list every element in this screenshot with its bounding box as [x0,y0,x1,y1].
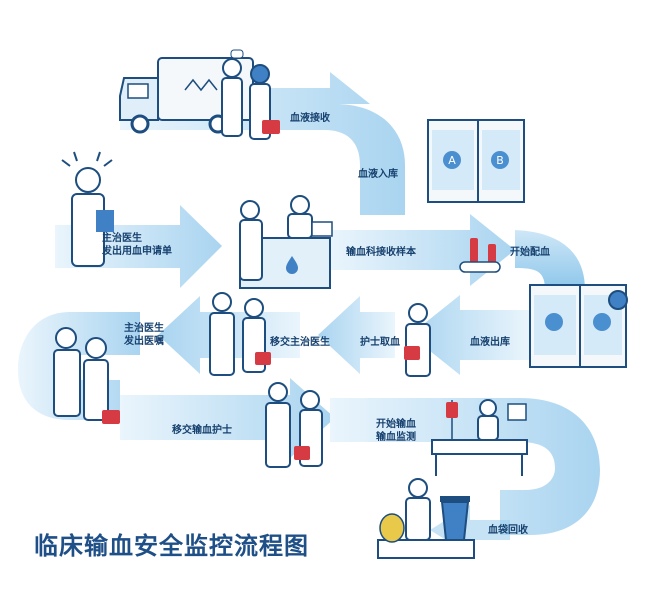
step-label-start-transfusion-line2: 输血监测 [376,432,416,443]
step-label-blood-storage: 血液入库 [358,169,398,180]
arrow-band-4b [330,398,600,535]
patient-bed [431,399,528,476]
diagram-title: 临床输血安全监控流程图 [34,532,309,560]
blood-sample-hand [459,238,501,273]
step-label-start-transfusion: 开始输血 输血监测 [376,418,416,444]
blood-fridge-mid [529,284,628,368]
bag-recycle [377,478,475,559]
step-label-handover-nurse: 移交输血护士 [172,425,232,436]
handover-doctor-nurse [209,292,271,376]
step-label-doctor-order-line2: 发出医嘱 [124,336,164,347]
step-label-doctor-order: 主治医生 发出医嘱 [124,322,164,348]
arrow-band-2c [515,230,585,290]
fridge-label-a: A [448,154,456,167]
step-label-start-crossmatch: 开始配血 [510,247,550,258]
step-label-doctor-request-line1: 主治医生 [102,233,142,244]
step-label-bag-recycle: 血袋回收 [488,525,528,536]
doctor-request [61,151,114,267]
delivery-staff [221,49,280,140]
step-label-handover-doctor: 移交主治医生 [270,337,330,348]
step-label-doctor-request-line2: 发出用血申请单 [102,246,172,257]
nurse-taking-blood [404,303,431,377]
step-label-blood-receive: 血液接收 [290,113,330,124]
step-label-nurse-take: 护士取血 [360,337,400,348]
step-label-doctor-request: 主治医生 发出用血申请单 [102,232,172,258]
step-label-doctor-order-line1: 主治医生 [124,323,164,334]
arrow-band-3 [410,295,530,375]
fridge-label-b: B [496,154,504,167]
step-label-sample-receive: 输血科接收样本 [346,247,416,258]
lab-desk [239,195,333,289]
blood-fridge-top: A B [427,119,525,203]
arrow-band-3b [318,296,395,374]
step-label-start-transfusion-line1: 开始输血 [376,419,416,430]
arrow-band-3d [18,312,140,420]
step-label-blood-out: 血液出库 [470,337,510,348]
doctor-patient [53,327,120,424]
handover-nurse [265,382,323,468]
